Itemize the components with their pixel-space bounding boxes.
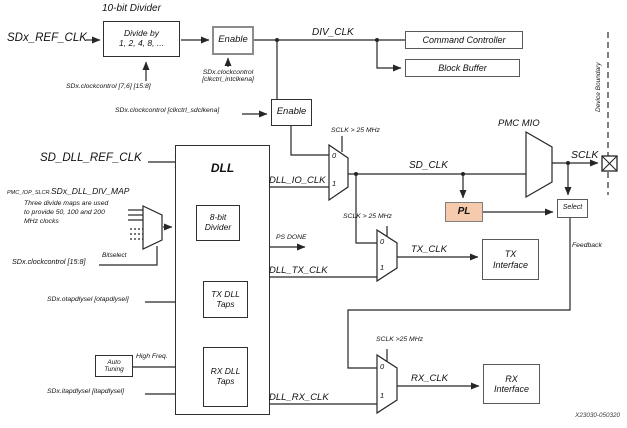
sd-clk-label: SD_CLK bbox=[409, 160, 448, 171]
feedback-label: Feedback bbox=[572, 242, 602, 249]
bitselect-label: Bitselect bbox=[102, 252, 127, 259]
sclk-label: SCLK bbox=[571, 149, 599, 161]
device-boundary-label: Device Boundary bbox=[595, 62, 602, 113]
bitselect-control-label: SDx.clockcontrol [15:8] bbox=[12, 257, 86, 266]
divider-title: 10-bit Divider bbox=[102, 3, 161, 14]
rx-interface-block: RX Interface bbox=[483, 364, 540, 404]
pmc-mio-label: PMC MIO bbox=[498, 118, 540, 129]
tx-mux-port-0: 0 bbox=[380, 237, 385, 246]
otapdlysel-label: SDx.otapdlysel [otapdlysel] bbox=[47, 296, 129, 303]
tx-mux-port-1: 1 bbox=[380, 263, 385, 272]
dll-block bbox=[175, 145, 270, 415]
sd-dll-ref-clk-label: SD_DLL_REF_CLK bbox=[40, 152, 142, 164]
io-mux-port-0: 0 bbox=[332, 151, 337, 160]
select-block: Select bbox=[557, 199, 588, 218]
sclk-gt25-rx-label: SCLK >25 MHz bbox=[376, 336, 424, 343]
wire-tx-mux0-branch bbox=[355, 174, 377, 244]
dll-title: DLL bbox=[210, 161, 235, 175]
io-mux-port-1: 1 bbox=[332, 179, 337, 188]
wire-block-buffer-branch bbox=[376, 40, 402, 72]
pl-block: PL bbox=[445, 202, 483, 222]
tx-clk-mux bbox=[376, 228, 398, 283]
enable2-block: Enable bbox=[271, 99, 312, 126]
rx-mux-port-1: 1 bbox=[380, 391, 385, 400]
sclk-gt25-tx-label: SCLK > 25 MHz bbox=[343, 213, 392, 220]
command-controller-block: Command Controller bbox=[405, 31, 523, 49]
tx-clk-label: TX_CLK bbox=[411, 244, 447, 255]
wire-feedback bbox=[347, 218, 571, 369]
divider-block: Divide by 1, 2, 4, 8, ... bbox=[103, 21, 180, 57]
dll-rx-clk-label: DLL_RX_CLK bbox=[269, 392, 329, 403]
rx-clk-mux bbox=[376, 353, 398, 415]
figure-id: X23030-050320 bbox=[575, 412, 620, 419]
div-clk-label: DIV_CLK bbox=[312, 27, 354, 38]
block-buffer-block: Block Buffer bbox=[405, 59, 520, 77]
wire-enable2-out bbox=[290, 126, 329, 156]
high-freq-label: High Freq. bbox=[136, 353, 168, 360]
divider-control-label: SDx.clockcontrol [7,6] [15:8] bbox=[66, 83, 151, 90]
rx-dll-taps-block: RX DLL Taps bbox=[203, 347, 248, 407]
intclkena-label: SDx.clockcontrol [clkctrl_intclkena] bbox=[202, 69, 254, 83]
auto-tuning-block: Auto Tuning bbox=[95, 355, 133, 377]
divide-maps-note: Three divide maps are used to provide 50… bbox=[24, 200, 109, 225]
wire-bitselect-select bbox=[99, 246, 158, 266]
pmc-mio-mux bbox=[525, 130, 553, 199]
ps-done-label: PS DONE bbox=[276, 234, 307, 241]
dll-tx-clk-label: DLL_TX_CLK bbox=[269, 265, 328, 276]
rx-mux-port-0: 0 bbox=[380, 362, 385, 371]
tx-dll-taps-block: TX DLL Taps bbox=[203, 281, 248, 318]
dll-div-map-prefix: PMC_IOP_SLCR. bbox=[7, 190, 52, 196]
dll-div-map-name: SDx_DLL_DIV_MAP bbox=[51, 186, 130, 196]
io-pad-icon bbox=[601, 155, 618, 172]
sdx-ref-clk-label: SDx_REF_CLK bbox=[7, 32, 87, 44]
itapdlysel-label: SDx.itapdlysel [itapdlysel] bbox=[47, 388, 125, 395]
io-clk-mux bbox=[328, 143, 349, 202]
junction-dots bbox=[275, 38, 570, 176]
sdclkena-label: SDx.clockcontrol [clkctrl_sdclkena] bbox=[115, 107, 220, 114]
bitselect-mux bbox=[142, 205, 163, 250]
rx-clk-label: RX_CLK bbox=[411, 373, 448, 384]
dll-io-clk-label: DLL_IO_CLK bbox=[269, 175, 326, 186]
divider-8bit-block: 8-bit Divider bbox=[196, 205, 240, 241]
tx-interface-block: TX Interface bbox=[482, 239, 539, 280]
sclk-gt25-io-label: SCLK > 25 MHz bbox=[331, 127, 380, 134]
enable1-block: Enable bbox=[212, 26, 254, 55]
dll-div-map-label: PMC_IOP_SLCR.SDx_DLL_DIV_MAP bbox=[7, 186, 129, 196]
